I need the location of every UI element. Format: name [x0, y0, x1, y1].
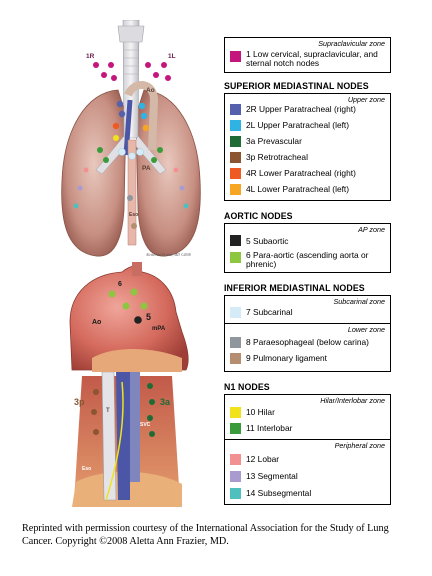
label-eso: Eso: [129, 212, 138, 218]
zone-label: Supraclavicular zone: [318, 39, 385, 48]
label-ao-upper: Ao: [146, 87, 155, 94]
credit-text: Reprinted with permission courtesy of th…: [22, 523, 389, 547]
zone-label-hilar: Hilar/Interlobar zone: [320, 396, 385, 405]
superior-box: Upper zone 2R Upper Paratracheal (right)…: [224, 93, 391, 201]
n1-box: Hilar/Interlobar zone 10 Hilar 11 Interl…: [224, 394, 391, 505]
aortic-box: AP zone 5 Subaortic 6 Para-aortic (ascen…: [224, 223, 391, 273]
label-5: 5: [146, 312, 151, 322]
label-mpa: mPA: [152, 326, 166, 332]
zone-label-peripheral: Peripheral zone: [334, 441, 385, 450]
zone-label-lower: Lower zone: [347, 325, 385, 334]
label-1l: 1L: [168, 53, 176, 60]
section-title-superior: SUPERIOR MEDIASTINAL NODES: [224, 81, 369, 91]
label-pa: PA: [142, 165, 151, 172]
section-title-inferior: INFERIOR MEDIASTINAL NODES: [224, 283, 365, 293]
lung-anatomy-illustration: 1R 1L Ao PA Eso Aletta Ann Frazier, MD ©…: [61, 20, 201, 258]
label-eso-side: Eso: [82, 466, 91, 472]
zone-label-subcarinal: Subcarinal zone: [333, 297, 385, 306]
lateral-mediastinum-illustration: 3p 3a T SVC Eso: [72, 372, 182, 507]
aortic-arch-illustration: Ao 5 mPA 6: [69, 262, 189, 372]
label-svc: SVC: [140, 422, 151, 428]
label-6: 6: [118, 281, 122, 288]
zone-label: AP zone: [358, 225, 385, 234]
inferior-box: Subcarinal zone 7 Subcarinal Lower zone …: [224, 295, 391, 372]
signature: Aletta Ann Frazier, MD ©2008: [145, 252, 191, 258]
zone-label: Upper zone: [347, 95, 385, 104]
label-3p: 3p: [74, 397, 85, 407]
legend-item-1: 1 Low cervical, supraclavicular, and ste…: [246, 49, 378, 68]
label-3a: 3a: [160, 397, 171, 407]
section-title-n1: N1 NODES: [224, 382, 270, 392]
section-title-aortic: AORTIC NODES: [224, 211, 293, 221]
label-t: T: [106, 408, 110, 414]
label-1r: 1R: [86, 53, 95, 60]
supraclavicular-box: Supraclavicular zone 1 Low cervical, sup…: [224, 37, 391, 73]
label-ao: Ao: [92, 319, 101, 326]
swatch-1: [230, 51, 241, 62]
